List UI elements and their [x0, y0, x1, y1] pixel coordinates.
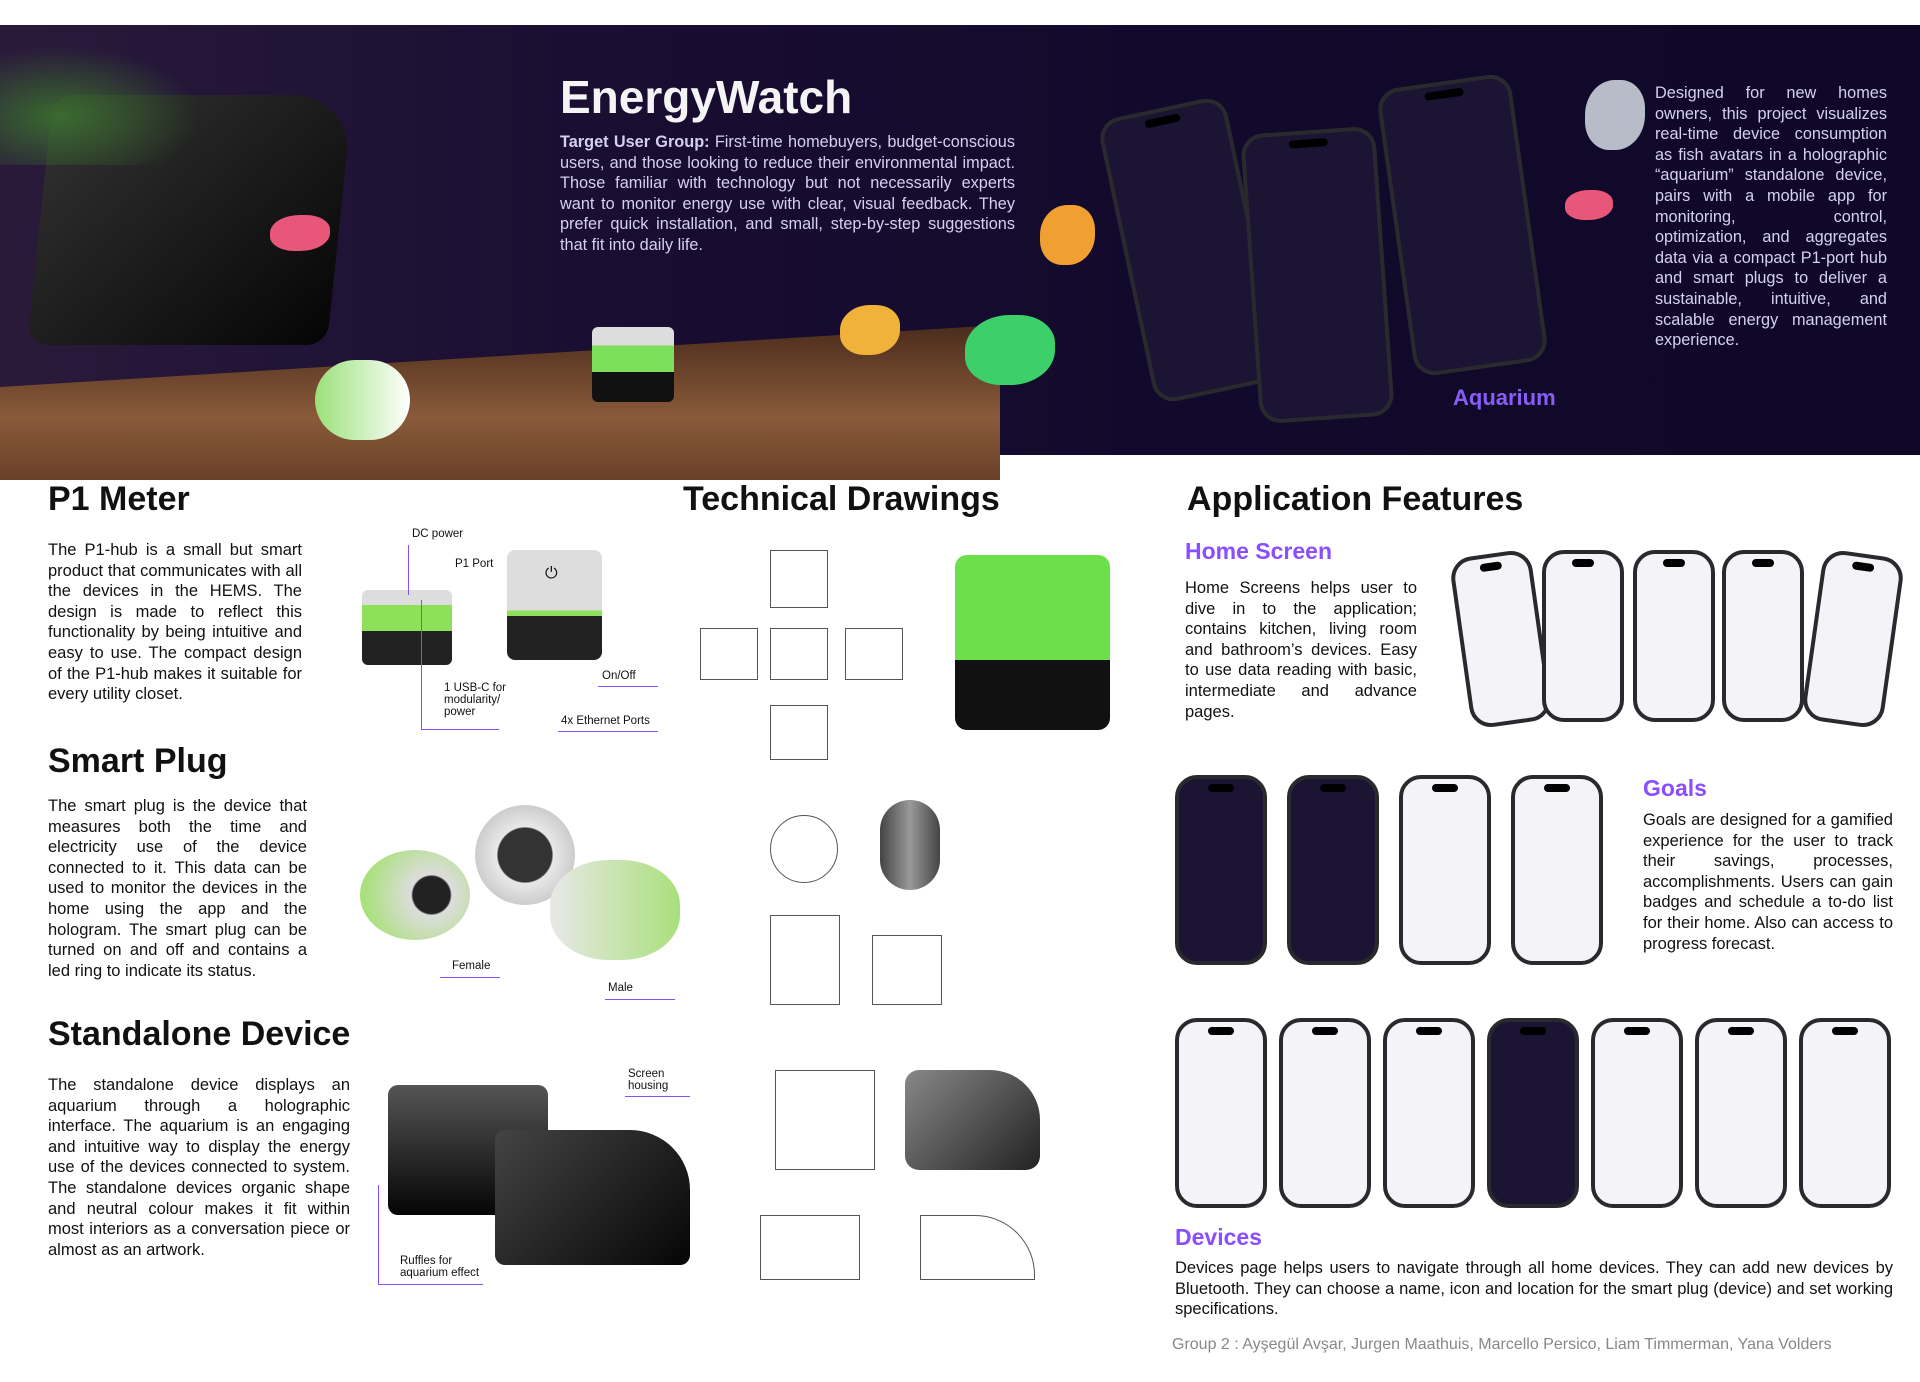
label-ruffles: Ruffles for aquarium effect	[400, 1255, 480, 1279]
home-screen-text: Home Screens helps user to dive in to th…	[1185, 579, 1417, 721]
p1-hub-render	[955, 555, 1110, 730]
hero-banner: EnergyWatch Target User Group: First-tim…	[0, 25, 1920, 480]
aquarium-label: Aquarium	[1453, 385, 1556, 410]
phone-mockup	[1287, 775, 1379, 965]
phone-mockup	[1487, 1018, 1579, 1208]
phone-mockup	[1511, 775, 1603, 965]
p1-meter-text: The P1-hub is a small but smart product …	[48, 541, 302, 704]
label-on-off: On/Off	[602, 670, 636, 682]
power-icon: ⏻	[545, 565, 558, 582]
smart-plug-text: The smart plug is the device that measur…	[48, 797, 307, 980]
home-screen-heading: Home Screen	[1185, 538, 1333, 564]
plug-render	[880, 800, 940, 890]
label-usb-c: 1 USB-C for modularity/ power	[444, 682, 506, 718]
fish-icon	[270, 215, 330, 251]
drawing-p1-side	[770, 628, 828, 680]
drawing-standalone-top	[760, 1215, 860, 1280]
label-dc-power: DC power	[412, 528, 464, 540]
drawing-plug-side	[770, 915, 840, 1005]
phone-mockup	[1799, 1018, 1891, 1208]
drawing-standalone-front	[775, 1070, 875, 1170]
fish-icon	[1585, 80, 1645, 150]
p1-hub-top-image	[507, 550, 602, 660]
fish-icon	[965, 315, 1055, 385]
p1-hub-image	[592, 327, 674, 402]
drawing-p1-top	[770, 550, 828, 608]
phone-mockup	[1542, 550, 1624, 722]
label-p1-port: P1 Port	[455, 558, 494, 570]
phone-mockup	[1633, 550, 1715, 722]
fish-icon	[840, 305, 900, 355]
fish-icon	[1565, 190, 1613, 220]
footer-credits: Group 2 : Ayşegül Avşar, Jurgen Maathuis…	[1172, 1336, 1832, 1353]
p1-meter-heading: P1 Meter	[48, 480, 190, 518]
label-male: Male	[608, 982, 633, 994]
label-female: Female	[452, 960, 491, 972]
phone-mockup	[1175, 1018, 1267, 1208]
app-title: EnergyWatch	[560, 71, 853, 123]
phone-mockup	[1279, 1018, 1371, 1208]
standalone-render	[905, 1070, 1040, 1170]
phone-mockup	[1240, 125, 1395, 425]
smart-plug-male-image	[550, 860, 680, 960]
plant-leaves	[0, 45, 200, 165]
target-user-group: Target User Group: First-time homebuyers…	[560, 132, 1015, 256]
application-features-heading: Application Features	[1187, 480, 1524, 518]
devices-heading: Devices	[1175, 1224, 1262, 1250]
smart-plug-female-image	[360, 850, 470, 940]
smart-plug-heading: Smart Plug	[48, 742, 228, 780]
standalone-text: The standalone device displays an aquari…	[48, 1076, 350, 1259]
target-label: Target User Group:	[560, 133, 710, 151]
drawing-plug-front	[770, 815, 838, 883]
phone-mockup	[1695, 1018, 1787, 1208]
smart-plug-image	[315, 360, 410, 440]
drawing-plug-side-2	[872, 935, 942, 1005]
drawing-standalone-side	[920, 1215, 1035, 1280]
phone-mockup	[1175, 775, 1267, 965]
drawing-p1-back	[700, 628, 758, 680]
label-screen-housing: Screen housing	[628, 1068, 669, 1092]
label-ethernet: 4x Ethernet Ports	[561, 715, 650, 727]
goals-heading: Goals	[1643, 775, 1707, 801]
fish-icon	[1040, 205, 1095, 265]
phone-mockup	[1800, 548, 1906, 730]
standalone-angle-image	[495, 1130, 690, 1265]
phone-mockup	[1375, 72, 1550, 378]
phone-mockup	[1399, 775, 1491, 965]
target-text: First-time homebuyers, budget-conscious …	[560, 133, 1015, 254]
standalone-heading: Standalone Device	[48, 1015, 351, 1053]
phone-mockup	[1722, 550, 1804, 722]
phone-mockup	[1448, 548, 1554, 730]
phone-mockup	[1383, 1018, 1475, 1208]
p1-hub-side-image	[362, 590, 452, 665]
devices-text: Devices page helps users to navigate thr…	[1175, 1259, 1893, 1319]
drawing-p1-front	[845, 628, 903, 680]
drawing-p1-bottom	[770, 705, 828, 760]
goals-text: Goals are designed for a gamified experi…	[1643, 811, 1893, 953]
project-description: Designed for new homes owners, this proj…	[1655, 84, 1887, 350]
phone-mockup	[1591, 1018, 1683, 1208]
technical-drawings-heading: Technical Drawings	[683, 480, 1000, 518]
